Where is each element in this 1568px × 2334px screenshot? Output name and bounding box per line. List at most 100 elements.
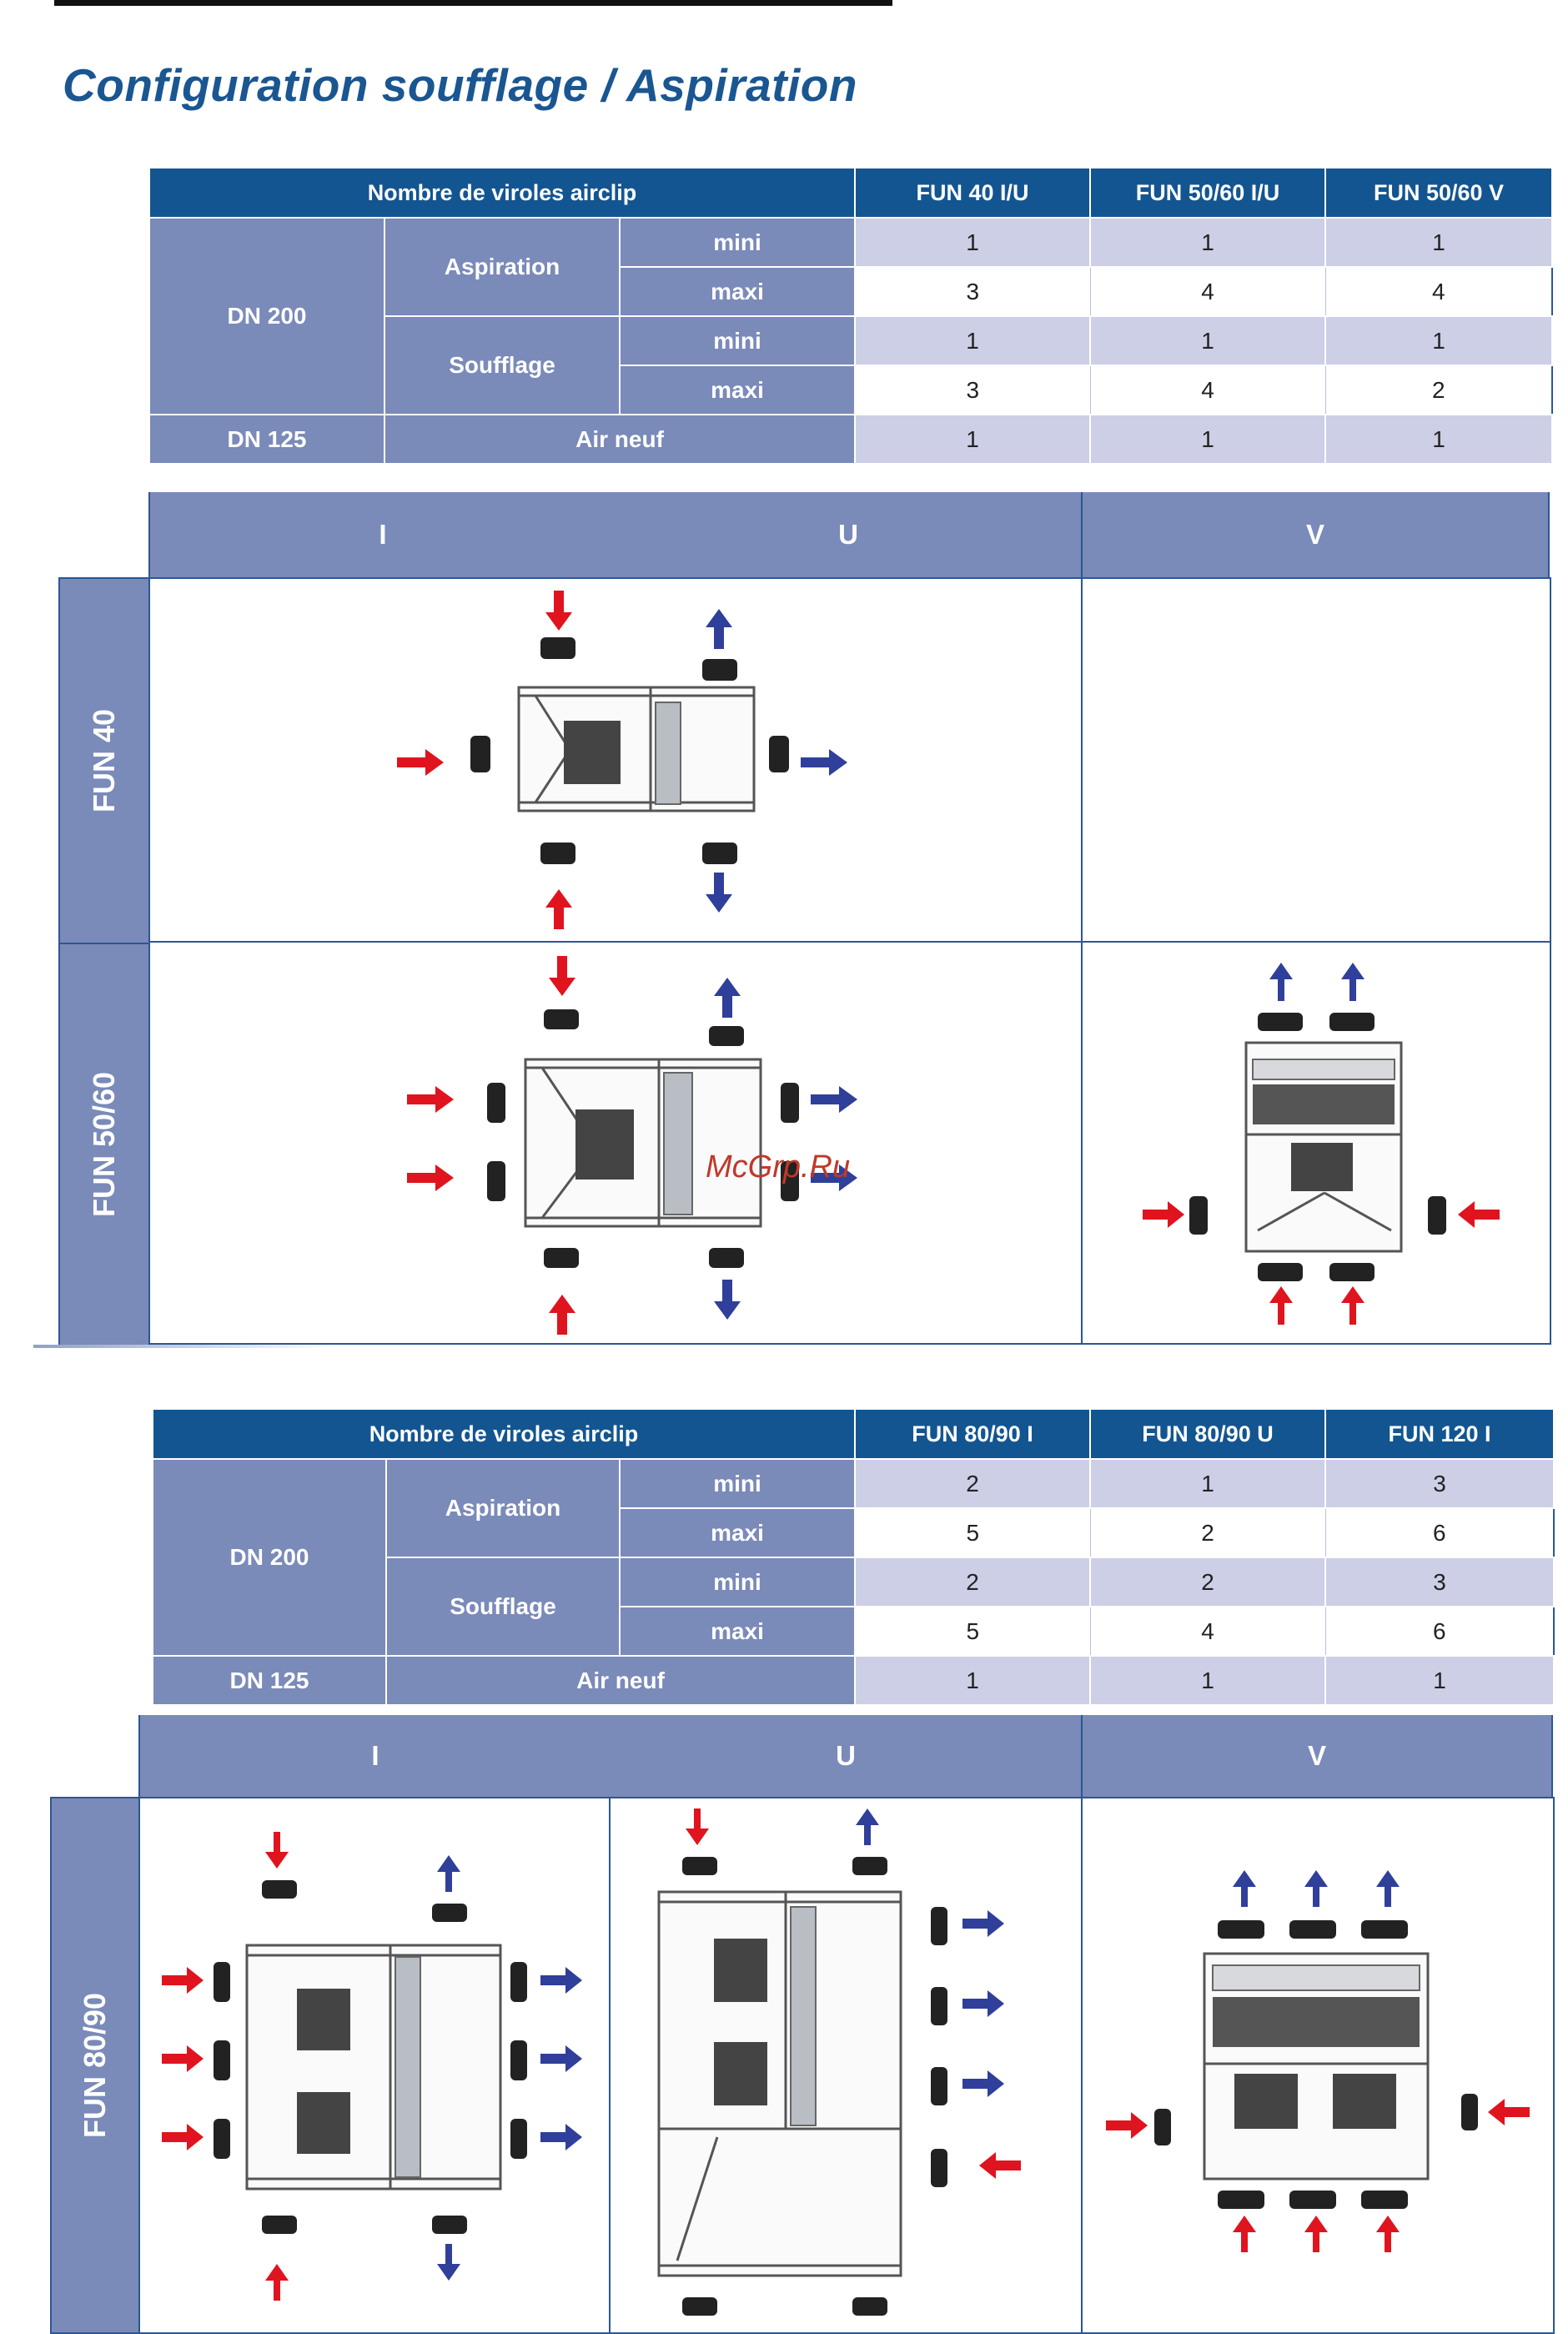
arrow-out-top xyxy=(1376,1870,1400,1907)
connector-right xyxy=(510,2040,527,2080)
arrow-out-bottom xyxy=(437,2244,460,2281)
row-label-text: FUN 80/90 xyxy=(78,1992,112,2139)
table-cell: 1 xyxy=(1089,1655,1327,1706)
connector-left xyxy=(214,2119,230,2159)
arrow-out-top xyxy=(1233,1870,1256,1907)
connector-right xyxy=(510,2119,527,2159)
unit-body xyxy=(245,1944,502,2191)
table-cell: 4 xyxy=(1089,266,1326,317)
arrow-out-right xyxy=(811,1086,857,1113)
dn125-label: DN 125 xyxy=(152,1655,387,1706)
table-cell: 2 xyxy=(854,1557,1092,1607)
soufflage-label: Soufflage xyxy=(384,315,621,415)
arrow-out-top xyxy=(1269,963,1293,1001)
table-cell: 1 xyxy=(1089,1458,1327,1509)
unit-body xyxy=(657,1890,902,2277)
table-cell: 1 xyxy=(854,217,1092,268)
air-neuf-label: Air neuf xyxy=(384,1655,857,1706)
connector-top-left xyxy=(544,1009,579,1029)
arrow-in-top xyxy=(265,1832,289,1869)
row-label-fun5060: FUN 50/60 xyxy=(58,943,150,1346)
connector-left xyxy=(1189,1196,1208,1235)
connector-right xyxy=(931,2149,947,2187)
table-cell: 1 xyxy=(1324,217,1554,268)
unit-diagram-fun8090-v xyxy=(1106,1870,1530,2252)
connector-bottom-right xyxy=(702,843,737,864)
table-cell: 3 xyxy=(1324,1557,1555,1607)
connector-top xyxy=(1361,1920,1408,1939)
unit-diagram-fun5060-v xyxy=(1143,963,1500,1325)
connector-top-right xyxy=(702,659,737,681)
aspiration-label: Aspiration xyxy=(384,217,621,317)
diagram-cell-fun8090-u xyxy=(609,1797,1083,2334)
diagram-cell-fun40-iu xyxy=(148,577,1083,943)
table-cell: 6 xyxy=(1324,1507,1555,1558)
soufflage-label: Soufflage xyxy=(385,1557,621,1657)
connector-top xyxy=(262,1880,297,1899)
arrow-in-left xyxy=(407,1164,454,1191)
table-cell: 3 xyxy=(854,266,1091,317)
arrow-out-top xyxy=(1304,1870,1328,1907)
connector-bottom xyxy=(852,2297,887,2316)
connector-bottom-left xyxy=(540,843,575,864)
row-label-fun8090: FUN 80/90 xyxy=(50,1797,140,2334)
fan-block xyxy=(575,1109,634,1180)
connector-left xyxy=(487,1083,505,1123)
arrow-in-left xyxy=(162,2124,204,2150)
column-header-i: I xyxy=(138,1715,612,1797)
connector-right xyxy=(781,1083,799,1123)
column-header-u: U xyxy=(616,492,1083,577)
fan-block xyxy=(714,2042,767,2105)
fan-block xyxy=(564,721,621,784)
table-cell: 1 xyxy=(1089,414,1327,465)
unit-diagram-fun5060 xyxy=(407,956,857,1335)
connector-left xyxy=(1154,2109,1171,2145)
table-cell: 5 xyxy=(854,1606,1091,1657)
arrow-in-right xyxy=(979,2152,1021,2179)
row-label-text: FUN 40 xyxy=(87,708,121,813)
connector-left xyxy=(214,2040,230,2080)
diagram-cell-fun5060-iu xyxy=(148,941,1083,1345)
arrow-in-top xyxy=(686,1808,709,1845)
arrow-in-bottom xyxy=(265,2264,289,2301)
dn200-label: DN 200 xyxy=(148,217,385,415)
connector-right xyxy=(931,1907,947,1945)
fan-block xyxy=(714,1939,767,2002)
connector-bottom-right xyxy=(709,1248,744,1268)
connector-top xyxy=(1258,1013,1303,1031)
arrow-out-right xyxy=(801,749,847,776)
column-header-v: V xyxy=(1083,492,1550,577)
maxi-label: maxi xyxy=(618,266,857,317)
table-cell: 4 xyxy=(1089,1606,1326,1657)
mini-label: mini xyxy=(618,315,857,366)
connector-bottom xyxy=(1361,2191,1408,2209)
arrow-out-bottom xyxy=(706,873,732,913)
arrow-out-top xyxy=(706,609,732,649)
air-neuf-label: Air neuf xyxy=(383,414,857,465)
connector-bottom xyxy=(1329,1263,1375,1281)
unit-diagram-fun40 xyxy=(397,591,847,929)
exchanger xyxy=(790,1906,817,2126)
diagram-cell-fun8090-i xyxy=(138,1797,611,2334)
connector-top-left xyxy=(540,637,575,659)
table-cell: 1 xyxy=(1089,315,1327,366)
arrow-in-top xyxy=(545,591,572,631)
model-header: FUN 40 I/U xyxy=(854,167,1092,219)
connector-bottom xyxy=(682,2297,717,2316)
connector-right xyxy=(510,1962,527,2002)
connector-right xyxy=(781,1161,799,1201)
mini-label: mini xyxy=(618,1458,857,1509)
fan-block xyxy=(1234,2074,1298,2129)
mini-label: mini xyxy=(618,1557,857,1607)
table-cell: 2 xyxy=(1324,365,1553,415)
connector-right xyxy=(1428,1196,1446,1235)
exchanger xyxy=(395,1956,421,2178)
model-header: FUN 50/60 V xyxy=(1324,167,1554,219)
aspiration-label: Aspiration xyxy=(385,1458,621,1558)
diagram-cell-fun40-v-empty xyxy=(1081,577,1551,943)
arrow-out-right xyxy=(962,1990,1004,2017)
table-cell: 1 xyxy=(1324,1655,1555,1706)
fan-block xyxy=(297,2092,350,2154)
page-title: Configuration soufflage / Aspiration xyxy=(63,59,857,111)
connector-top xyxy=(1289,1920,1336,1939)
